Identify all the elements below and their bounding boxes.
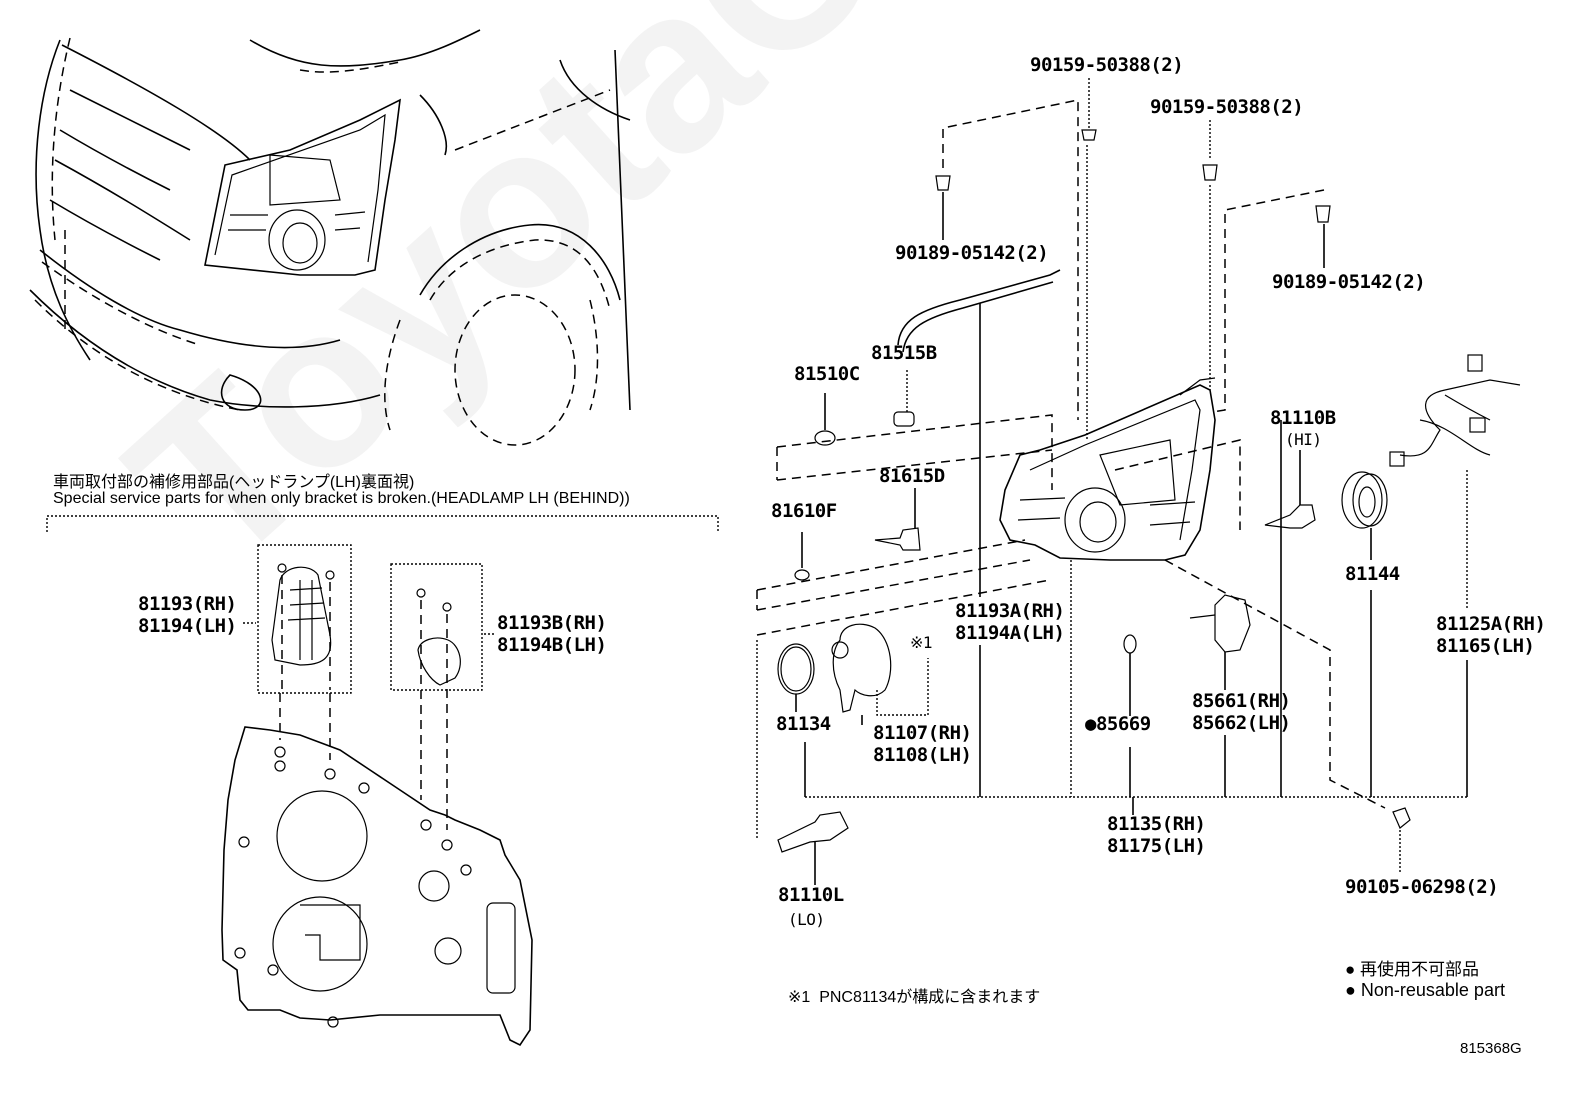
- diagram-id: 815368G: [1460, 1040, 1522, 1057]
- part-label-81615d[interactable]: 81615D: [879, 465, 945, 487]
- exploded-view: [756, 78, 1521, 885]
- vehicle-front-illustration: [29, 29, 631, 446]
- legend-japanese: ● 再使用不可部品: [1345, 960, 1479, 979]
- part-label-90105[interactable]: 90105-06298(2): [1345, 876, 1499, 898]
- part-label-90189-right[interactable]: 90189-05142(2): [1272, 271, 1426, 293]
- part-label-81510c[interactable]: 81510C: [794, 363, 860, 385]
- part-label-81107[interactable]: 81107(RH)81108(LH): [873, 722, 972, 766]
- bracket-box-81193b: [390, 563, 483, 691]
- part-label-81110l-lo: (LO): [788, 910, 825, 929]
- part-label-85669[interactable]: ●85669: [1085, 713, 1151, 735]
- footnote: ※1 PNC81134が構成に含まれます: [788, 989, 1041, 1006]
- part-label-90159-top[interactable]: 90159-50388(2): [1030, 54, 1184, 76]
- part-label-81193a[interactable]: 81193A(RH)81194A(LH): [955, 600, 1065, 644]
- part-label-90189-left[interactable]: 90189-05142(2): [895, 242, 1049, 264]
- bracket-inset: [46, 515, 719, 1047]
- part-label-81515b[interactable]: 81515B: [871, 342, 937, 364]
- part-label-81125a[interactable]: 81125A(RH)81165(LH): [1436, 613, 1546, 657]
- part-label-81134[interactable]: 81134: [776, 713, 831, 735]
- inset-caption-japanese: 車両取付部の補修用部品(ヘッドランプ(LH)裏面視): [53, 474, 415, 491]
- bracket-box-81193: [257, 544, 352, 694]
- part-label-81135[interactable]: 81135(RH)81175(LH): [1107, 813, 1206, 857]
- part-label-85661[interactable]: 85661(RH)85662(LH): [1192, 690, 1291, 734]
- part-label-81193b[interactable]: 81193B(RH)81194B(LH): [497, 612, 607, 656]
- part-label-81110l[interactable]: 81110L: [778, 884, 844, 906]
- legend-english: ● Non-reusable part: [1345, 980, 1505, 1000]
- part-label-90159-right[interactable]: 90159-50388(2): [1150, 96, 1304, 118]
- part-label-81110b[interactable]: 81110B: [1270, 407, 1336, 429]
- part-label-81610f[interactable]: 81610F: [771, 500, 837, 522]
- inset-caption-english: Special service parts for when only brac…: [53, 490, 630, 507]
- part-label-81110b-hi: (HI): [1285, 430, 1322, 449]
- part-label-81193[interactable]: 81193(RH)81194(LH): [138, 593, 237, 637]
- reference-mark-1: ※1: [910, 633, 933, 652]
- part-label-81144[interactable]: 81144: [1345, 563, 1400, 585]
